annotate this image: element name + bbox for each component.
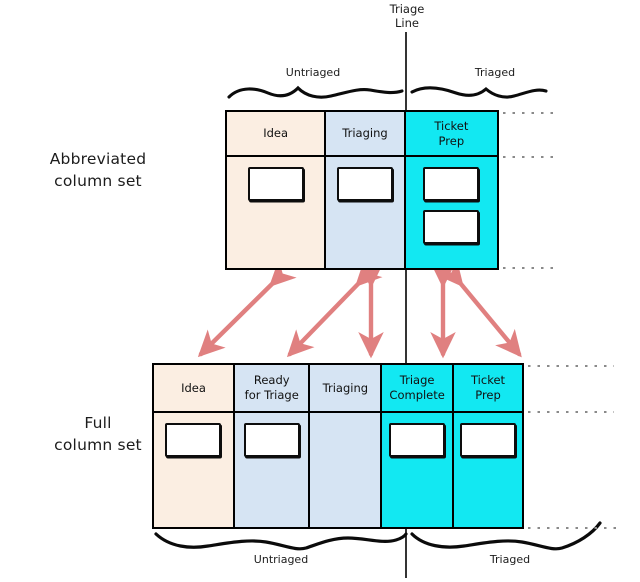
card[interactable] bbox=[336, 167, 393, 201]
brace-untriaged-top bbox=[227, 85, 404, 99]
column-label-line2: Prep bbox=[438, 133, 465, 148]
card[interactable] bbox=[243, 423, 300, 457]
group-label-untriaged-bottom: Untriaged bbox=[253, 553, 309, 566]
column-label-line2: Prep bbox=[475, 388, 501, 402]
brace-triaged-top bbox=[410, 86, 548, 99]
card[interactable] bbox=[247, 167, 304, 201]
column-body-triage-complete[interactable] bbox=[382, 413, 452, 527]
column-label-line1: Ticket bbox=[434, 118, 469, 133]
column-label-line1: Triaging bbox=[322, 380, 369, 395]
column-label-line1: Triage bbox=[399, 373, 435, 388]
card[interactable] bbox=[460, 423, 517, 457]
group-label-triaged-top: Triaged bbox=[474, 66, 516, 79]
column-header-triaging: Triaging bbox=[326, 112, 404, 157]
brace-untriaged-bottom bbox=[154, 532, 408, 551]
card[interactable] bbox=[423, 210, 480, 244]
row-caption-abbreviated-line2: column set bbox=[54, 172, 142, 191]
row-caption-full-line1: Full bbox=[84, 414, 112, 432]
card[interactable] bbox=[423, 167, 480, 201]
column-full-idea[interactable]: Idea bbox=[154, 365, 235, 527]
row-caption-abbreviated-line1: Abbreviated bbox=[49, 150, 147, 168]
mapping-arrow-ready-for-triage bbox=[286, 259, 383, 358]
column-label-line2: Complete bbox=[389, 388, 445, 402]
triage-line-label: Triage Line bbox=[366, 2, 448, 31]
row-caption-full-line2: column set bbox=[54, 436, 142, 455]
column-abbreviated-triaging[interactable]: Triaging bbox=[326, 112, 406, 268]
group-label-triaged-bottom: Triaged bbox=[489, 553, 531, 566]
card[interactable] bbox=[165, 423, 222, 457]
column-body-idea[interactable] bbox=[154, 413, 233, 527]
column-header-triaging: Triaging bbox=[310, 365, 381, 413]
mapping-arrow-ticket-prep bbox=[437, 258, 522, 358]
card[interactable] bbox=[389, 423, 446, 457]
column-label-line1: Ticket bbox=[471, 373, 506, 388]
column-label-line1: Triaging bbox=[342, 126, 388, 141]
column-body-triaging[interactable] bbox=[310, 413, 380, 527]
row-caption-abbreviated: Abbreviated column set bbox=[18, 148, 178, 193]
column-abbreviated-idea[interactable]: Idea bbox=[227, 112, 327, 268]
brace-triaged-bottom bbox=[410, 521, 602, 551]
triage-line-label-line1: Triage bbox=[389, 2, 425, 16]
column-label-line1: Idea bbox=[263, 126, 289, 141]
mapping-arrow-idea bbox=[197, 259, 297, 358]
column-body-ticket-prep[interactable] bbox=[406, 157, 497, 268]
column-body-idea[interactable] bbox=[227, 157, 324, 268]
row-caption-full: Full column set bbox=[18, 412, 178, 457]
column-label-line2: for Triage bbox=[244, 388, 299, 402]
group-label-untriaged-top: Untriaged bbox=[285, 66, 341, 79]
column-header-idea: Idea bbox=[154, 365, 233, 413]
column-body-ready-for-triage[interactable] bbox=[235, 413, 308, 527]
column-full-triaging[interactable]: Triaging bbox=[310, 365, 383, 527]
column-body-ticket-prep[interactable] bbox=[454, 413, 522, 527]
column-label-line1: Ready bbox=[253, 373, 290, 388]
column-label-line1: Idea bbox=[181, 380, 206, 395]
triage-line-label-line2: Line bbox=[395, 16, 419, 31]
column-header-idea: Idea bbox=[227, 112, 325, 157]
column-body-triaging[interactable] bbox=[326, 157, 403, 268]
